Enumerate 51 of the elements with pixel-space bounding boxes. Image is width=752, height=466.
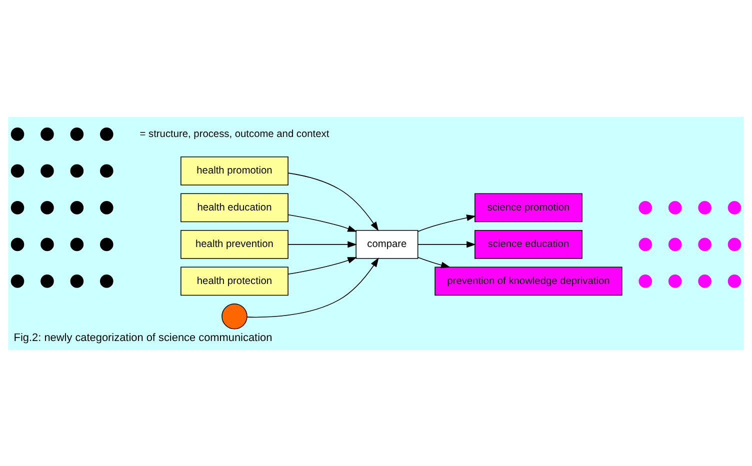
arrow xyxy=(288,214,358,232)
node-circle xyxy=(698,237,712,251)
node-circle xyxy=(698,274,712,288)
node-circle xyxy=(10,200,24,214)
node-circle xyxy=(10,127,24,140)
arrow xyxy=(246,257,379,318)
node-circle xyxy=(638,237,652,251)
node-circle xyxy=(40,237,54,251)
legend-label: = structure, process, outcome and context xyxy=(140,128,330,140)
arrow xyxy=(288,172,379,231)
node-circle xyxy=(70,237,84,251)
node-box: health promotion xyxy=(180,156,288,185)
node-box: science promotion xyxy=(474,192,582,222)
node-circle xyxy=(100,237,114,251)
node-circle xyxy=(10,164,24,178)
arrow xyxy=(288,256,358,274)
node-circle xyxy=(100,127,114,140)
node-circle xyxy=(70,274,84,288)
caption: Fig.2: newly categorization of science communication xyxy=(14,331,272,344)
arrow xyxy=(418,256,450,268)
node-circle xyxy=(70,164,84,178)
node-circle xyxy=(100,164,114,178)
node-box: health education xyxy=(180,192,288,222)
node-circle xyxy=(40,164,54,178)
node-circle xyxy=(40,274,54,288)
node-circle xyxy=(40,127,54,140)
node-circle xyxy=(40,200,54,214)
node-circle xyxy=(638,200,652,214)
arrow xyxy=(288,240,358,248)
node-circle xyxy=(70,200,84,214)
node-box: compare xyxy=(356,229,418,258)
node-box: health protection xyxy=(180,266,288,296)
arrow xyxy=(418,214,476,232)
node-circle xyxy=(728,274,742,288)
node-circle xyxy=(100,274,114,288)
node-box: health prevention xyxy=(180,229,288,258)
node-box: prevention of knowledge deprivation xyxy=(434,266,622,296)
node-circle xyxy=(668,237,682,251)
node-circle xyxy=(728,237,742,251)
node-circle xyxy=(10,274,24,288)
arrow xyxy=(418,240,476,248)
node-box: science education xyxy=(474,229,582,258)
node-circle xyxy=(100,200,114,214)
node-circle xyxy=(638,274,652,288)
node-circle xyxy=(698,200,712,214)
node-circle xyxy=(222,302,248,329)
node-circle xyxy=(10,237,24,251)
node-circle xyxy=(70,127,84,140)
node-circle xyxy=(668,274,682,288)
node-circle xyxy=(668,200,682,214)
node-circle xyxy=(728,200,742,214)
